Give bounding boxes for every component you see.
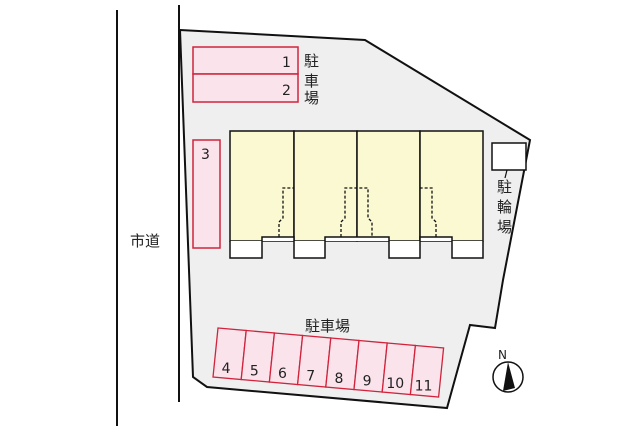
parking-label: 駐車場	[305, 317, 350, 335]
space-number: 5	[250, 364, 259, 380]
space-number: 4	[222, 361, 231, 377]
space-number: 8	[334, 371, 343, 387]
unit	[293, 130, 358, 242]
parking-space-11	[409, 344, 445, 398]
space-number: 10	[386, 376, 404, 392]
bottom-parking-row: 4 5 6 7 8 9 10 11	[212, 327, 445, 398]
space-number: 3	[201, 147, 210, 163]
unit	[419, 130, 484, 242]
space-number: 2	[282, 83, 291, 99]
space-number: 11	[415, 379, 433, 395]
parking-space-1	[192, 46, 299, 75]
parking-space-3	[192, 139, 221, 249]
parking-label: 車	[304, 72, 319, 90]
unit	[229, 130, 295, 242]
bicycle-parking	[491, 142, 527, 171]
bicycle-label: 場	[497, 218, 512, 236]
apartment-building	[229, 130, 484, 259]
road-label: 市道	[130, 232, 160, 250]
compass-north: N	[498, 348, 507, 362]
bicycle-label: 輪	[497, 198, 512, 216]
compass-icon: N	[492, 348, 524, 393]
space-number: 1	[282, 55, 291, 71]
space-number: 9	[363, 374, 372, 390]
space-number: 6	[278, 366, 287, 382]
space-number: 7	[306, 369, 315, 385]
bicycle-label: 駐	[497, 178, 512, 196]
parking-space-2	[192, 73, 299, 103]
unit	[356, 130, 421, 242]
parking-label: 場	[304, 89, 319, 107]
parking-label: 駐	[304, 52, 319, 70]
